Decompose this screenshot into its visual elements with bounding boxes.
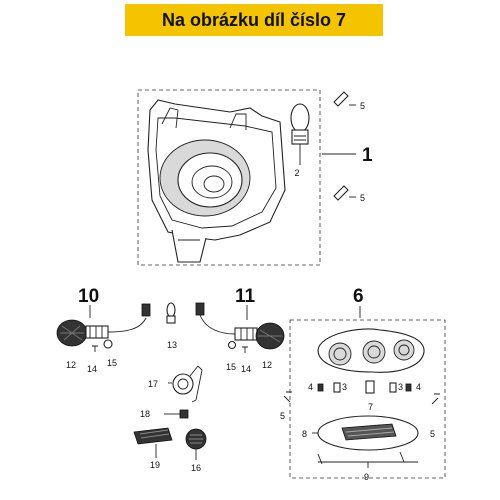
headlight-assembly-group: 2 5 5 1 <box>137 89 373 266</box>
callout-4-left: 4 <box>308 382 313 392</box>
callout-9: 9 <box>364 472 369 482</box>
right-indicator-stem <box>234 327 258 341</box>
horn-group: 17 18 <box>140 365 203 419</box>
callout-14-left: 14 <box>87 364 97 374</box>
tail-light-sockets <box>317 380 412 394</box>
callout-3-right: 3 <box>398 382 403 392</box>
banner-text: Na obrázku díl číslo 7 <box>161 9 347 30</box>
tail-light-lens <box>317 415 419 451</box>
callout-14-right: 14 <box>241 364 251 374</box>
reflector-strip: 19 <box>133 427 173 470</box>
callout-16: 16 <box>191 463 201 473</box>
callout-17: 17 <box>148 379 158 389</box>
callout-5-upper: 5 <box>360 101 365 111</box>
right-indicator-group: 11 15 14 12 <box>195 286 285 374</box>
callout-2: 2 <box>294 168 299 178</box>
callout-12-left: 12 <box>66 360 76 370</box>
callout-1: 1 <box>362 145 373 166</box>
callout-10: 10 <box>78 286 99 307</box>
part-number-banner: Na obrázku díl číslo 7 <box>125 4 383 36</box>
left-indicator-group: 10 12 14 15 <box>56 286 151 374</box>
headlight-screw-upper <box>333 91 356 107</box>
callout-15-right: 15 <box>226 362 236 372</box>
callout-18: 18 <box>140 409 150 419</box>
callout-12-right: 12 <box>262 360 272 370</box>
callout-19: 19 <box>150 460 160 470</box>
tail-light-dashed-frame <box>289 319 446 479</box>
callout-8: 8 <box>302 429 307 439</box>
horn-bolt <box>164 409 189 419</box>
horn-body <box>172 373 194 395</box>
headlight-dashed-frame <box>137 89 321 266</box>
left-indicator-stem <box>85 325 109 339</box>
callout-6: 6 <box>353 286 364 307</box>
right-indicator-connector <box>195 302 205 316</box>
headlight-screw-lower <box>333 185 356 201</box>
callout-5-lower: 5 <box>360 193 365 203</box>
left-indicator-wire <box>107 317 147 333</box>
tail-light-group: 6 4 3 3 4 7 8 <box>280 286 446 482</box>
headlight-housing <box>147 99 286 263</box>
callout-4-right: 4 <box>416 382 421 392</box>
right-indicator-wire <box>199 314 236 335</box>
left-indicator-washer <box>103 339 113 349</box>
callout-11: 11 <box>235 286 256 307</box>
headlight-bulb <box>290 103 310 165</box>
callout-3-left: 3 <box>342 382 347 392</box>
round-reflector: 16 <box>185 428 207 473</box>
tail-light-housing <box>317 328 425 373</box>
callout-5-tail-right: 5 <box>430 429 435 439</box>
callout-5-tail-left: 5 <box>280 411 285 421</box>
callout-7: 7 <box>368 402 373 412</box>
callout-13: 13 <box>167 340 177 350</box>
left-indicator-connector <box>141 303 151 317</box>
callout-15-left: 15 <box>107 358 117 368</box>
indicator-bulb: 13 <box>166 302 177 350</box>
